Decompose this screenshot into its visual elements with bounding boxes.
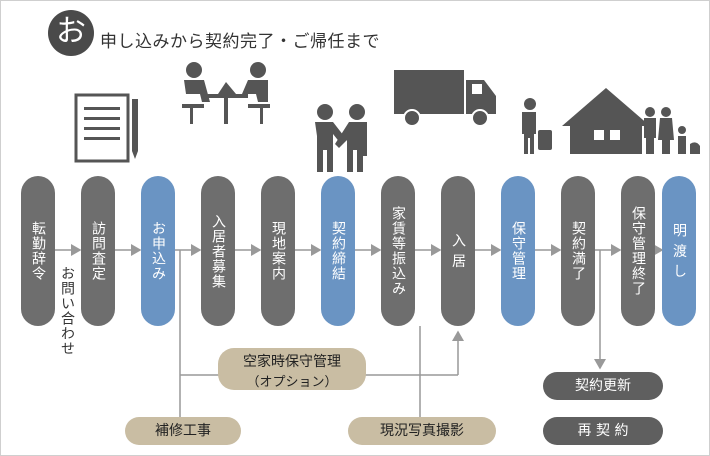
step-site-guidance: 現地案内 [261, 176, 295, 326]
inquiry-note: お問い合わせ [59, 266, 75, 356]
step-label: 保守管理 [510, 221, 526, 281]
photo-survey-tag: 現況写真撮影 [348, 417, 496, 445]
step-label: 契約締結 [330, 221, 346, 281]
step-maintenance: 保守管理 [501, 176, 535, 326]
step-label: 保守管理終了 [630, 206, 646, 296]
option-label: （オプション） [246, 375, 338, 390]
step-contract-expiry: 契約満了 [561, 176, 595, 326]
step-tenant-recruitment: 入居者募集 [201, 176, 235, 326]
step-label: お申込み [150, 221, 166, 281]
document-pen-icon [74, 93, 138, 163]
family-house-icon [522, 88, 700, 154]
step-application: お申込み [141, 176, 175, 326]
step-label: 現地案内 [270, 221, 286, 281]
step-move-in: 入 居 [441, 176, 475, 326]
recontract-tag: 再 契 約 [543, 417, 663, 445]
step-label: 契約満了 [570, 221, 586, 281]
title-circle: お [48, 10, 94, 56]
step-label: 家賃等振込み [390, 206, 406, 296]
page-title: 申し込みから契約完了・ご帰任まで [100, 32, 380, 52]
step-label: 明 渡 し [671, 223, 687, 279]
step-transfer-order: 転勤辞令 [21, 176, 55, 326]
step-contract-signing: 契約締結 [321, 176, 355, 326]
step-label: 入居者募集 [210, 213, 226, 289]
step-label: 訪問査定 [90, 221, 106, 281]
meeting-icon [182, 62, 270, 124]
step-label: 入 居 [450, 233, 466, 269]
step-handover: 明 渡 し [662, 176, 696, 326]
handshake-icon [315, 104, 367, 172]
step-maintenance-end: 保守管理終了 [621, 176, 655, 326]
vacancy-maintenance-label: 空家時保守管理 [243, 354, 341, 370]
repair-work-tag: 補修工事 [125, 417, 241, 445]
truck-icon [394, 70, 496, 127]
step-visit-appraisal: 訪問査定 [81, 176, 115, 326]
step-label: 転勤辞令 [30, 221, 46, 281]
step-rent-transfer: 家賃等振込み [381, 176, 415, 326]
contract-renewal-tag: 契約更新 [543, 372, 663, 400]
vacancy-maintenance-option: 空家時保守管理 （オプション） [218, 348, 366, 390]
